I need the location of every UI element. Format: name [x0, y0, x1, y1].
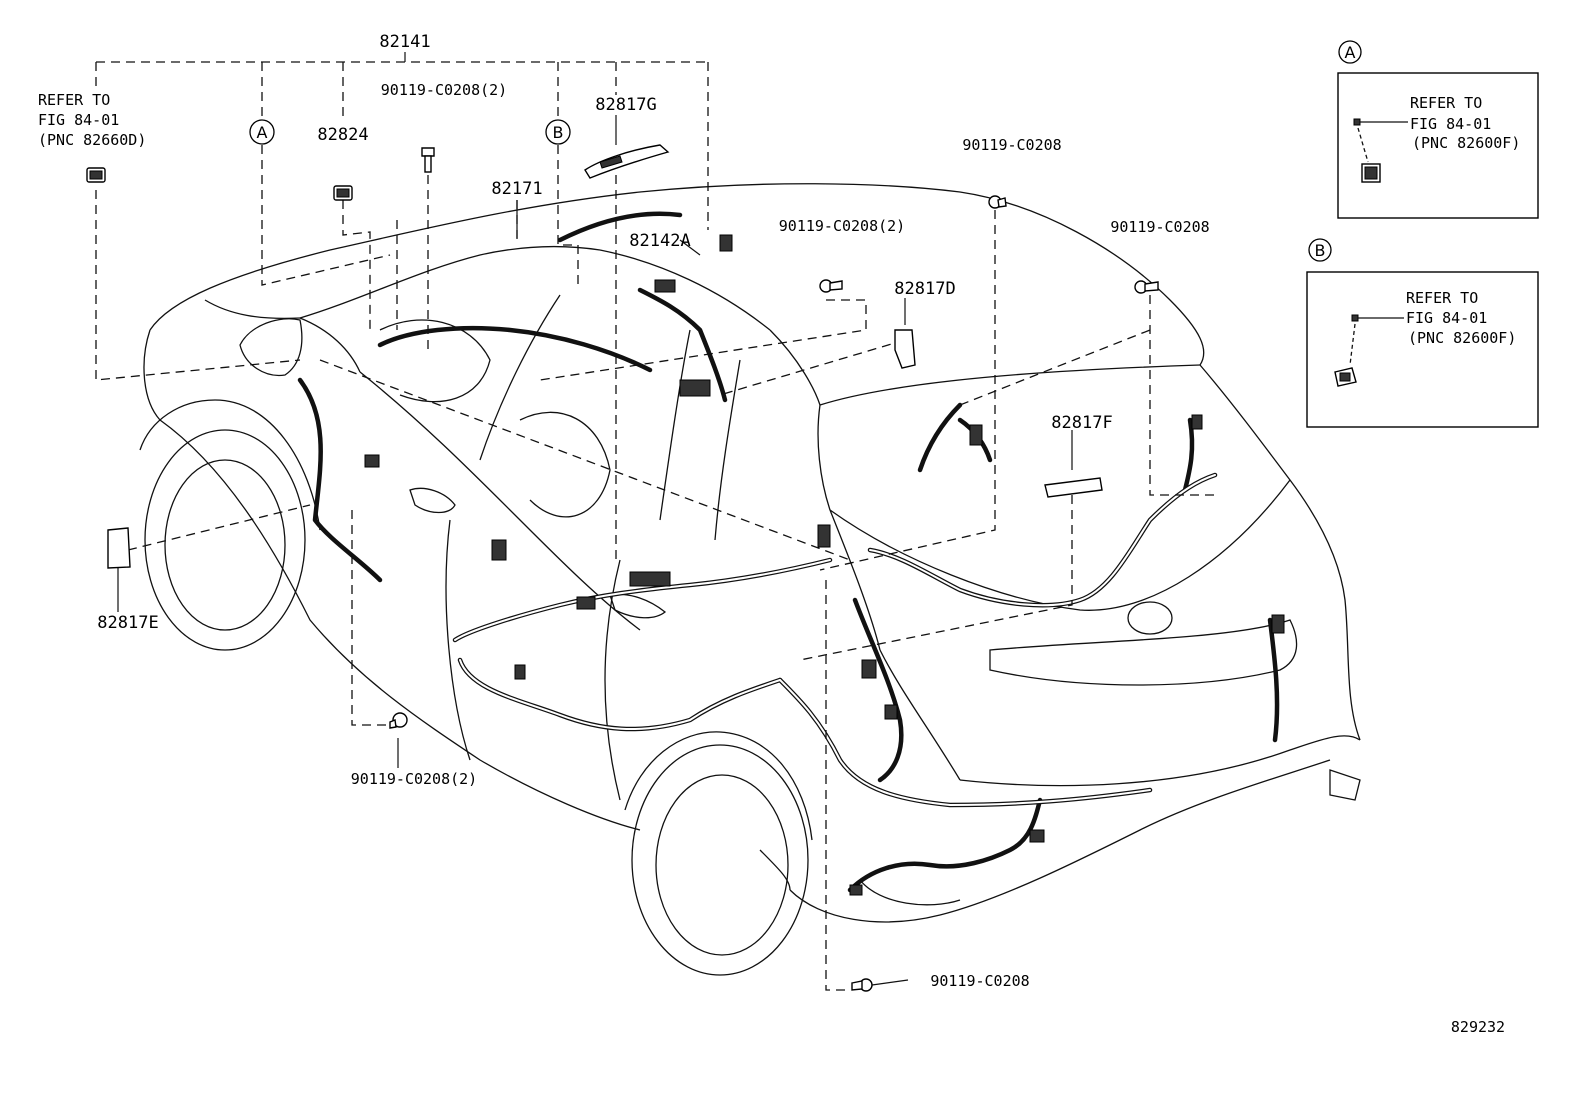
refer-left-line2: FIG 84-01: [38, 111, 119, 129]
bolt-90119-center: [819, 279, 843, 293]
callout-a-circle: A: [249, 119, 275, 145]
label-82817e: 82817E: [97, 613, 158, 633]
label-82817g: 82817G: [595, 95, 656, 115]
refer-left-line3: (PNC 82660D): [38, 131, 146, 149]
detail-a-line3: (PNC 82600F): [1412, 134, 1520, 152]
label-82142a: 82142A: [629, 231, 690, 251]
label-82817f: 82817F: [1051, 413, 1112, 433]
bolt-90119-bottom: [851, 978, 873, 992]
detail-box-a: A REFER TO FIG 84-01 (PNC 82600F): [1337, 40, 1539, 219]
diagram-id: 829232: [1451, 1018, 1505, 1036]
refer-left-line1: REFER TO: [38, 91, 110, 109]
svg-text:B: B: [1315, 241, 1326, 260]
callout-b-circle: B: [545, 119, 571, 145]
label-bolt-right: 90119-C0208: [1110, 218, 1209, 236]
part-82817d: [894, 329, 916, 369]
part-labels: 82141 82824 82817G 82171 82142A 82817D 8…: [38, 32, 1505, 1036]
part-82817e: [107, 527, 131, 569]
bolt-90119-right: [1134, 280, 1159, 294]
detail-a-line1: REFER TO: [1410, 94, 1482, 112]
label-82141: 82141: [379, 32, 430, 52]
svg-text:A: A: [1345, 43, 1356, 62]
clip-refer-left: [86, 167, 106, 183]
detail-box-b: B REFER TO FIG 84-01 (PNC 82600F): [1306, 238, 1539, 428]
label-bolt-mid-right: 90119-C0208: [962, 136, 1061, 154]
label-bolt-bottom-left: 90119-C0208(2): [351, 770, 477, 788]
label-bolt-bottom: 90119-C0208: [930, 972, 1029, 990]
label-82817d: 82817D: [894, 279, 955, 299]
detail-a-line2: FIG 84-01: [1410, 115, 1491, 133]
label-bolt-top: 90119-C0208(2): [381, 81, 507, 99]
clip-82824: [333, 185, 353, 201]
detail-b-line1: REFER TO: [1406, 289, 1478, 307]
detail-b-line3: (PNC 82600F): [1408, 329, 1516, 347]
part-82817g: [584, 144, 670, 179]
detail-b-line2: FIG 84-01: [1406, 309, 1487, 327]
svg-text:A: A: [257, 123, 268, 142]
dashed-reference-lines: [95, 61, 1215, 991]
car-body-outline: [139, 183, 1361, 976]
harness-connectors: [364, 234, 1285, 896]
part-82817f: [1044, 477, 1103, 498]
bolt-90119-top: [421, 147, 435, 173]
label-82824: 82824: [317, 125, 368, 145]
label-82171: 82171: [491, 179, 542, 199]
bolt-90119-mid-right: [988, 195, 1007, 209]
bolt-90119-bottom-left: [389, 712, 408, 729]
svg-text:B: B: [553, 123, 564, 142]
leader-lines: [117, 52, 1073, 986]
label-bolt-center: 90119-C0208(2): [779, 217, 905, 235]
